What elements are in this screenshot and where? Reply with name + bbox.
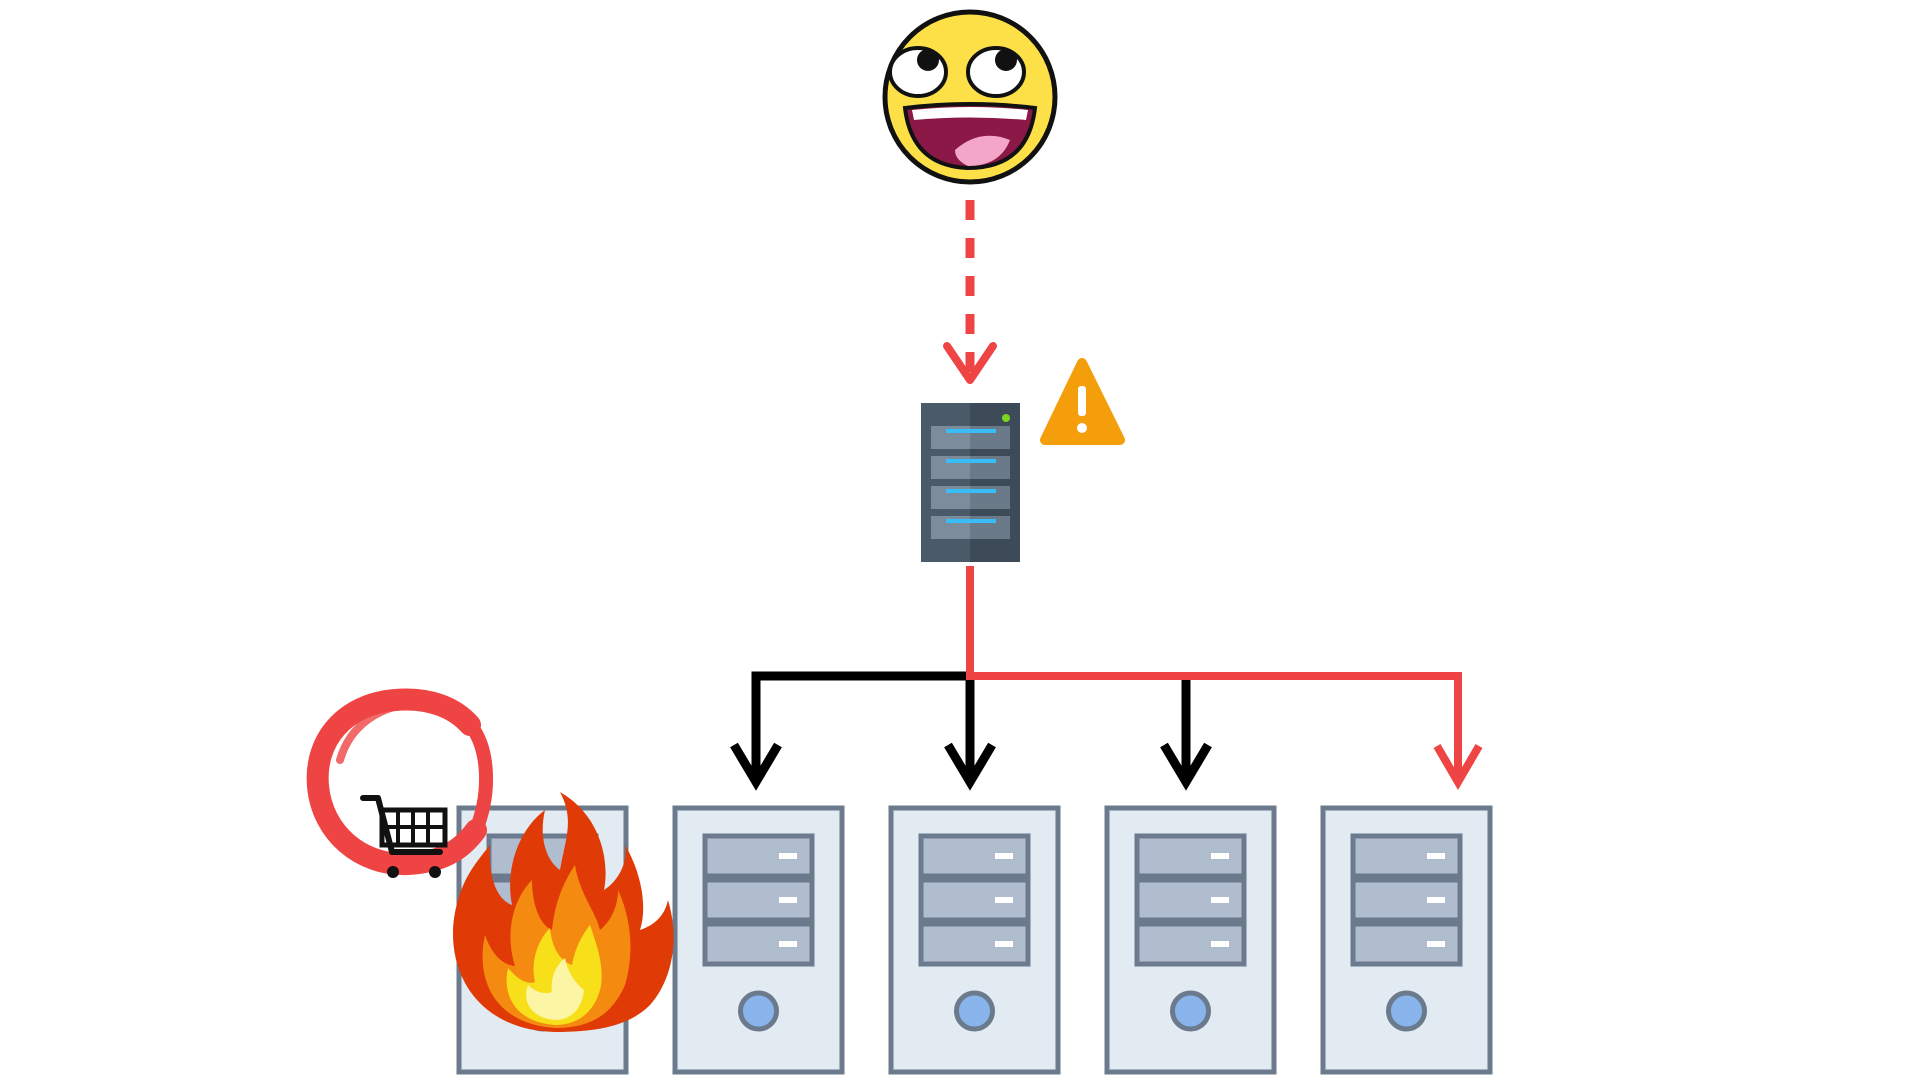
- drive-bay: [1350, 877, 1463, 923]
- drive-bay: [1134, 877, 1247, 923]
- server-3-tower: [888, 805, 1061, 1075]
- drive-bay: [702, 877, 815, 923]
- rack-unit: [931, 516, 1010, 539]
- rack-unit: [931, 456, 1010, 479]
- rack-unit: [931, 486, 1010, 509]
- drive-bay: [702, 833, 815, 879]
- drive-bay: [1134, 833, 1247, 879]
- routing-black: [730, 671, 1212, 791]
- routing-red: [966, 566, 1483, 790]
- shopping-cart-badge: [306, 688, 493, 878]
- power-button: [1386, 990, 1427, 1032]
- right-eye: [966, 46, 1026, 98]
- open-mouth: [902, 102, 1038, 171]
- fire-icon: [452, 792, 674, 1032]
- shopping-cart-icon: [360, 795, 448, 878]
- happy-face-icon: [882, 9, 1058, 185]
- drive-bay: [918, 877, 1031, 923]
- server-rack-icon: [921, 403, 1020, 562]
- server-2-tower: [672, 805, 845, 1075]
- rack-unit: [931, 426, 1010, 449]
- warning-icon: [1040, 358, 1125, 445]
- server-4-tower: [1104, 805, 1277, 1075]
- drive-bay: [1134, 921, 1247, 967]
- drive-bay: [1350, 833, 1463, 879]
- server-5-tower: [1320, 805, 1493, 1075]
- drive-bay: [702, 921, 815, 967]
- left-eye: [888, 46, 948, 98]
- power-button: [1170, 990, 1211, 1032]
- request-arrow: [943, 200, 997, 384]
- power-button: [954, 990, 995, 1032]
- drive-bay: [918, 833, 1031, 879]
- drive-bay: [918, 921, 1031, 967]
- drive-bay: [1350, 921, 1463, 967]
- power-button: [738, 990, 779, 1032]
